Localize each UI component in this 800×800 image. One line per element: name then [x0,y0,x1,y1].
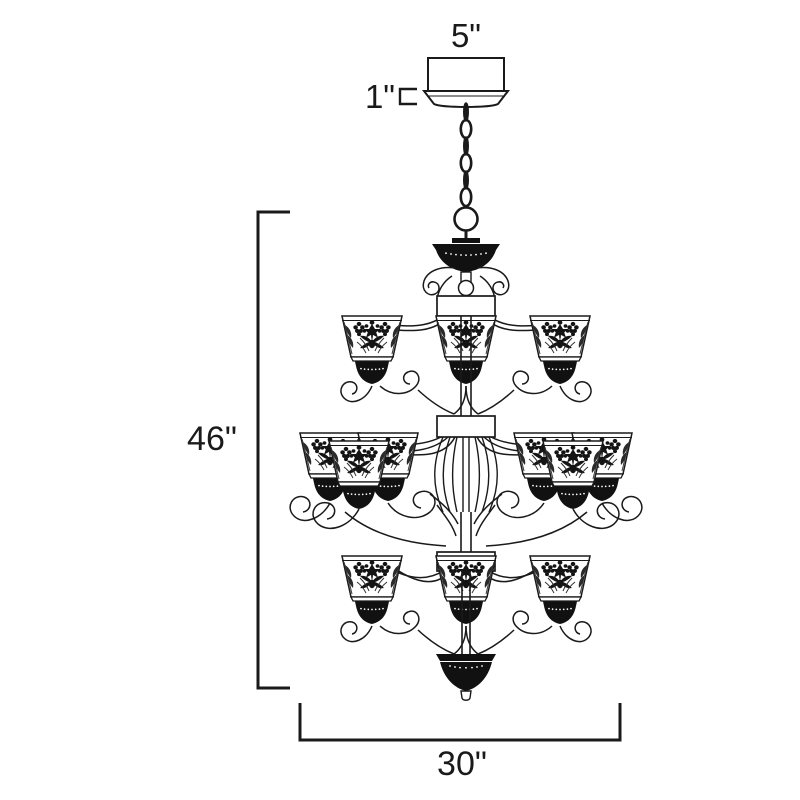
width-label: 30" [437,745,487,783]
shade-bot-2 [436,556,496,624]
top-finial [432,238,500,297]
chandelier-body [289,231,643,701]
middle-tier-shades [300,433,632,509]
hanging-ring [453,206,479,232]
bottom-finial [436,654,496,701]
canopy-height-label: 1" [365,78,395,115]
canopy-height-bracket [398,87,417,106]
shade-top-3 [530,316,590,384]
bottom-tier-shades [342,556,590,624]
top-tier-shades [342,316,590,384]
canopy-width-dimension: 5" [451,17,481,54]
upper-collar [436,295,496,317]
shade-mid-4 [543,441,603,509]
chain [459,102,473,208]
shade-mid-3 [329,441,389,509]
canopy-width-label: 5" [451,17,481,54]
column-upper [460,316,472,416]
canopy-height-dimension: 1" [365,78,417,115]
shade-top-1 [342,316,402,384]
width-dimension: 30" [298,703,622,783]
upper-scrollwork [340,370,592,415]
canopy [421,57,511,108]
canopy-body [427,57,505,92]
column-lower [460,512,472,552]
middle-scrollwork [289,490,643,547]
width-dimension-bracket [298,703,622,742]
shade-bot-3 [530,556,590,624]
shade-bot-1 [342,556,402,624]
height-dimension: 46" [187,210,290,690]
shade-top-2 [436,316,496,384]
center-baluster [434,436,498,513]
middle-collar [436,415,496,438]
height-dimension-bracket [256,210,290,690]
canopy-plate [421,90,511,108]
lower-scrollwork [340,610,592,655]
column-foot [461,571,471,654]
height-label: 46" [187,420,237,458]
